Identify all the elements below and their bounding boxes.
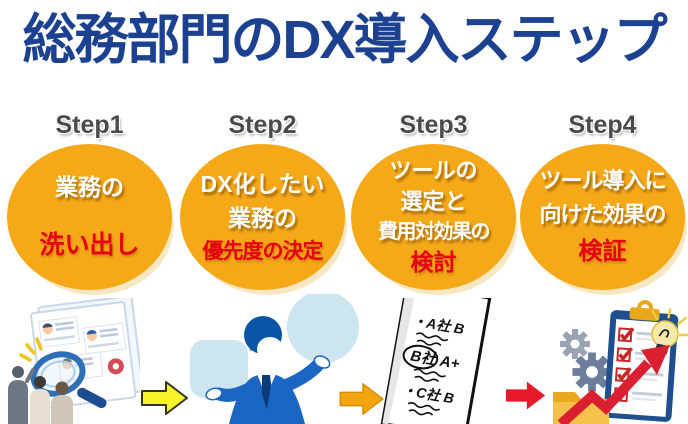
step-4-circle: ツール導入に 向けた効果の 検証 xyxy=(520,144,685,290)
step-2-circle: DX化したい 業務の 優先度の決定 xyxy=(180,144,345,290)
step-1-line-1: 業務の xyxy=(55,174,124,200)
step-1-line-2: 洗い出し xyxy=(39,230,140,259)
rating-sheet-illustration: ・A社 B B社 A+ ・C社 B xyxy=(380,298,492,424)
step-2-line-1: DX化したい xyxy=(200,170,325,197)
step-3-line-3: 費用対効果の xyxy=(378,220,491,243)
option-circle xyxy=(287,294,359,363)
step-1: Step1 業務の 洗い出し xyxy=(7,106,172,290)
step-4-line-1: ツール導入に xyxy=(539,168,666,194)
step-3-circle: ツールの 選定と 費用対効果の 検討 xyxy=(351,144,516,290)
screen-panel xyxy=(30,298,140,410)
step-4-line-3: 検証 xyxy=(578,237,627,265)
businessman-comparison-illustration xyxy=(190,294,359,424)
step-3: Step3 ツールの 選定と 費用対効果の 検討 xyxy=(351,106,516,290)
step-2-line-2: 業務の xyxy=(228,205,297,232)
arrow-right-icon xyxy=(506,381,546,410)
step-4: Step4 ツール導入に 向けた効果の 検証 xyxy=(520,106,685,290)
option-square xyxy=(190,340,248,398)
arrow-right-icon xyxy=(141,381,188,415)
gear-icon xyxy=(560,329,590,359)
step-4-line-2: 向けた効果の xyxy=(539,202,666,228)
step-3-line-4: 検討 xyxy=(410,248,457,275)
profile-card xyxy=(38,316,81,348)
step-2-label: Step2 xyxy=(228,111,297,139)
step-3-line-2: 選定と xyxy=(400,188,467,214)
businessman xyxy=(205,316,331,424)
step-3-label: Step3 xyxy=(399,111,468,139)
page-title: 総務部門のDX導入ステップ xyxy=(22,10,667,70)
step-1-label: Step1 xyxy=(55,111,124,139)
step-1-circle: 業務の 洗い出し xyxy=(7,144,172,290)
growth-arrow-icon xyxy=(557,345,670,424)
verification-results-illustration xyxy=(553,300,688,424)
step-2: Step2 DX化したい 業務の 優先度の決定 xyxy=(180,106,345,290)
step-3-line-1: ツールの xyxy=(389,158,478,184)
arrow-right-icon xyxy=(339,383,384,415)
step-4-label: Step4 xyxy=(568,111,637,139)
business-analysis-illustration xyxy=(8,298,140,424)
people-group xyxy=(8,366,73,424)
step-2-line-3: 優先度の決定 xyxy=(202,239,324,263)
profile-card xyxy=(82,322,127,355)
gear-icon xyxy=(572,352,612,392)
emphasis-marks xyxy=(19,337,43,362)
